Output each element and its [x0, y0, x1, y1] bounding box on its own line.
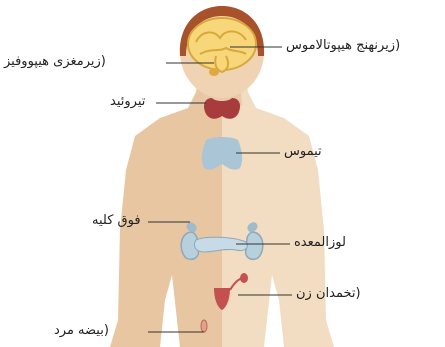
label-thyroid: تیروئید — [110, 94, 145, 110]
pancreas-gland — [194, 237, 247, 252]
pituitary-gland — [209, 68, 219, 76]
testis — [201, 320, 207, 332]
thyroid-gland — [204, 98, 240, 119]
kidney-right — [246, 232, 263, 259]
label-pancreas: لوزالمعده — [294, 235, 346, 251]
label-hypothalamus: زیرنهنج هیپوتالاموس) — [286, 38, 400, 54]
label-pituitary: زیرمغزی هیپووفیز) — [4, 54, 106, 70]
label-adrenal: فوق کلیه — [92, 213, 141, 229]
label-ovary: تخمدان زن) — [296, 286, 361, 302]
ovary — [240, 273, 248, 283]
label-thymus: تیموس — [284, 144, 322, 160]
label-testis: بیضه مرد) — [54, 323, 109, 339]
